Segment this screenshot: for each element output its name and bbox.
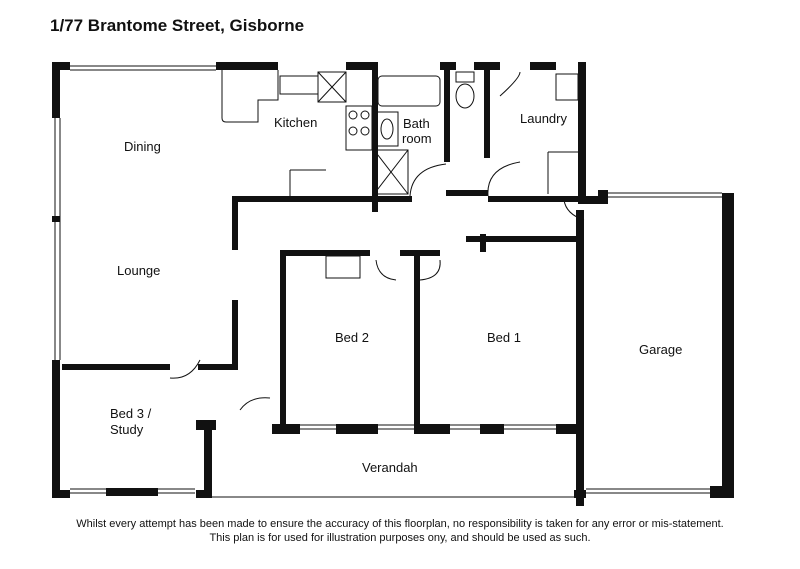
thin-walls [54, 65, 722, 498]
room-label-bath-1: Bath [403, 116, 430, 131]
room-label-bath-2: room [402, 131, 432, 146]
room-label-lounge: Lounge [117, 263, 160, 278]
room-label-bed2: Bed 2 [335, 330, 369, 345]
room-label-laundry: Laundry [520, 111, 567, 126]
room-label-kitchen: Kitchen [274, 115, 317, 130]
disclaimer-line-2: This plan is for used for illustration p… [209, 532, 591, 544]
room-label-bed3-1: Bed 3 / [110, 406, 152, 421]
room-label-bed3-2: Study [110, 422, 144, 437]
room-label-verandah: Verandah [362, 460, 418, 475]
thick-walls [52, 62, 734, 506]
disclaimer-line-1: Whilst every attempt has been made to en… [76, 518, 724, 530]
plan-title: 1/77 Brantome Street, Gisborne [50, 16, 305, 35]
room-label-bed1: Bed 1 [487, 330, 521, 345]
room-label-garage: Garage [639, 342, 682, 357]
room-label-dining: Dining [124, 139, 161, 154]
room-labels: Dining Kitchen Bath room Laundry Lounge … [110, 111, 682, 475]
